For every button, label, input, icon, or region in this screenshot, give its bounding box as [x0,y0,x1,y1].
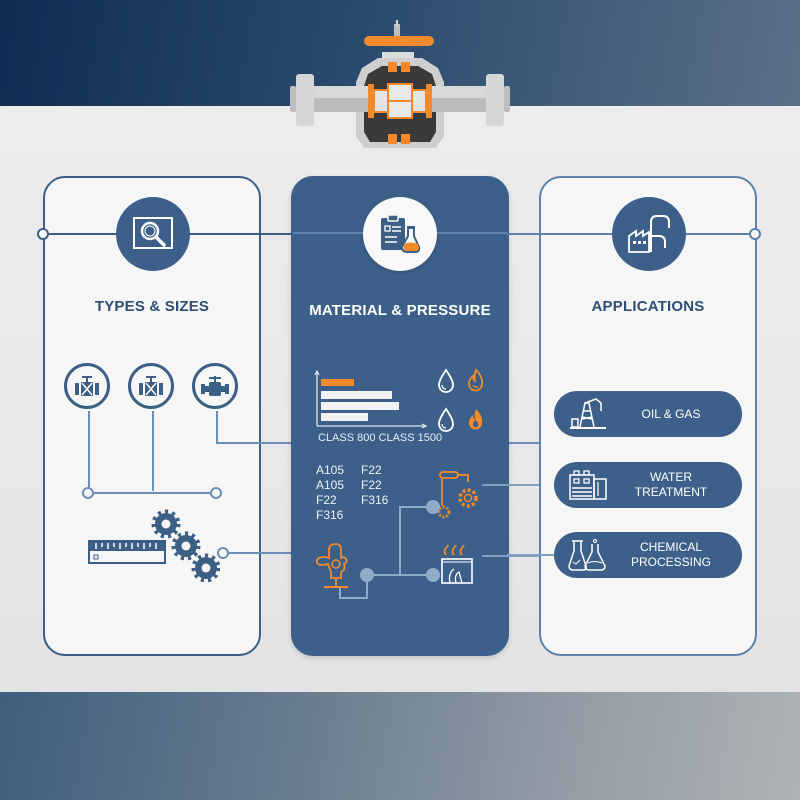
valve-handwheel-icon [315,543,348,588]
connector-line [399,506,427,508]
furnace-heat-icon [441,545,473,584]
connector-line [339,588,341,598]
types-sizes-badge [116,197,190,271]
connector-line [88,411,90,491]
applications-badge [612,197,686,271]
applications-title: APPLICATIONS [591,298,705,315]
connector-node [82,487,94,499]
gears-icon [151,509,220,583]
connector-line [339,597,368,599]
material-grade: A105 [316,478,345,492]
material-pressure-title: MATERIAL & PRESSURE [309,302,491,319]
pressure-class-bar-chart [314,370,428,429]
connector-line [507,554,554,556]
connector-line [366,582,368,598]
material-grade: F316 [316,508,344,522]
flame-filled-icon [469,409,483,430]
connector-dot [426,500,440,514]
connector-dot [360,568,374,582]
footer-band [0,692,800,800]
water-drop-icon [438,407,454,432]
connector-line [482,555,554,557]
application-oil-gas[interactable]: OIL & GAS [554,391,742,437]
connector-node [217,547,229,559]
connector-line [399,506,401,576]
types-sizes-title: TYPES & SIZES [94,298,210,315]
material-grade: F22 [361,463,382,477]
connector-node [37,228,49,240]
material-grade: F22 [361,478,382,492]
material-grade-list-1: A105 A105 F22 F316 [316,463,344,523]
connector-line [152,411,154,491]
pressure-class-label: CLASS 800 CLASS 1500 [318,432,443,444]
connector-line [507,233,539,235]
inspect-magnifier-icon [133,217,173,249]
flame-outline-icon [468,368,484,392]
water-treatment-icon [569,470,607,500]
material-grade: F316 [361,493,389,507]
globe-valve-icon[interactable] [128,363,174,409]
material-pressure-badge [363,197,437,271]
connector-line [88,492,216,494]
actuator-gears-icon [437,471,478,519]
material-grade: A105 [316,463,345,477]
gate-valve-icon[interactable] [64,363,110,409]
application-label: OIL & GAS [641,406,701,421]
connector-line [229,552,293,554]
factory-pipe-icon [628,215,670,253]
material-grade-list-2: F22 F22 F316 [361,463,388,508]
connector-line [216,411,218,443]
water-drop-icon [438,368,454,393]
clipboard-flask-icon [381,214,421,253]
ball-valve-cutaway-icon [290,20,510,148]
chemical-flasks-icon [568,539,606,571]
ruler-icon [88,540,166,564]
ball-valve-icon[interactable] [192,363,238,409]
connector-line [263,233,293,235]
oil-rig-icon [570,398,606,429]
connector-line [482,484,554,486]
connector-node [749,228,761,240]
connector-node [210,487,222,499]
connector-dot [426,568,440,582]
material-grade: F22 [316,493,337,507]
